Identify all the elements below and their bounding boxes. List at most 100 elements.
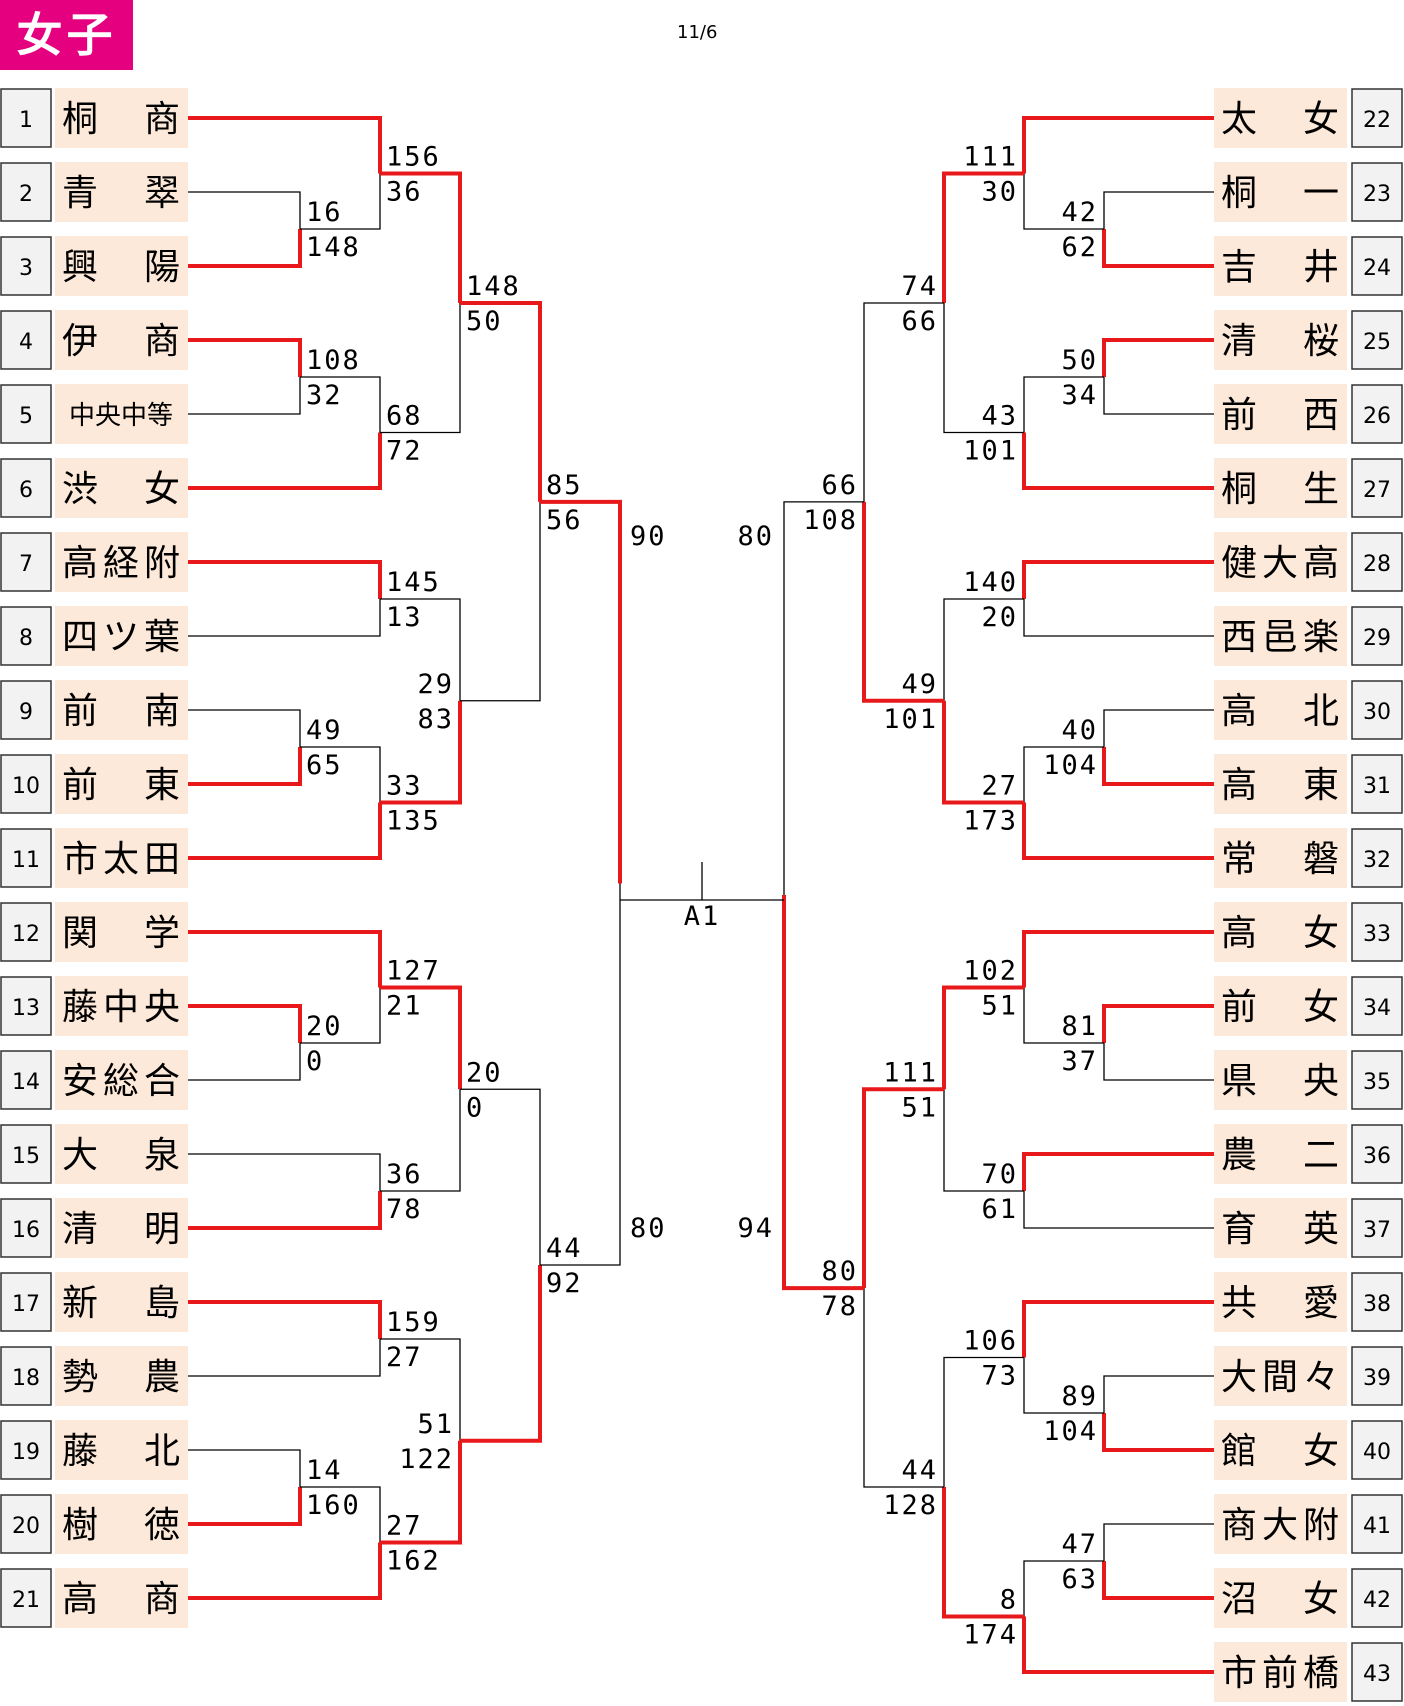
score: 51 (981, 991, 1018, 1022)
team-name-box (55, 1124, 188, 1184)
seed-number: 43 (1363, 1662, 1391, 1687)
score: 56 (546, 505, 583, 536)
team-row: 11 市太田 (0, 828, 188, 888)
score: 30 (981, 177, 1018, 208)
seed-number: 11 (12, 848, 40, 873)
bracket-line (300, 987, 381, 1044)
team-name-box (1214, 1050, 1347, 1110)
team-name: 館 女 (1221, 1431, 1339, 1472)
seed-box (1351, 976, 1403, 1036)
team-name: 伊 商 (62, 321, 180, 362)
seed-box (0, 606, 52, 666)
bracket-line (863, 1288, 944, 1488)
seed-number: 14 (12, 1070, 40, 1095)
score: 47 (1061, 1529, 1098, 1560)
bracket-line (300, 746, 381, 803)
team-name-box (55, 828, 188, 888)
score: 92 (546, 1268, 583, 1299)
team-name-box (1214, 1346, 1347, 1406)
score: 20 (981, 602, 1018, 633)
score: 51 (417, 1409, 454, 1440)
team-name: 常 磐 (1221, 839, 1339, 880)
team-name: 清 明 (62, 1209, 180, 1250)
team-name: 樹 徳 (62, 1505, 180, 1546)
seed-box (1351, 606, 1403, 666)
team-row: 24吉 井 (1214, 236, 1403, 296)
seed-number: 30 (1363, 700, 1391, 725)
winner-path (1022, 116, 1214, 174)
team-name-box (55, 162, 188, 222)
score: 27 (386, 1342, 423, 1373)
bracket-line (1103, 1375, 1214, 1413)
score: 14 (306, 1455, 343, 1486)
score: 29 (417, 669, 454, 700)
score: 62 (1061, 232, 1098, 263)
team-name: 吉 井 (1221, 247, 1339, 288)
seed-number: 1 (19, 108, 33, 133)
winner-path (942, 985, 1024, 1090)
team-row: 31高 東 (1214, 754, 1403, 814)
seed-box (1351, 1272, 1403, 1332)
seed-number: 37 (1363, 1218, 1391, 1243)
seed-box (1351, 384, 1403, 444)
score: 33 (386, 771, 423, 802)
bracket-line (188, 191, 301, 229)
team-name: 商大附 (1221, 1505, 1339, 1546)
team-row: 32常 磐 (1214, 828, 1403, 888)
score: 74 (901, 271, 938, 302)
bracket-line (188, 1153, 381, 1191)
seed-number: 19 (12, 1440, 40, 1465)
seed-number: 17 (12, 1292, 40, 1317)
score: 85 (546, 470, 583, 501)
team-row: 40館 女 (1214, 1420, 1403, 1480)
team-name: 安総合 (62, 1061, 180, 1102)
seed-number: 42 (1363, 1588, 1391, 1613)
seed-box (1351, 236, 1403, 296)
seed-number: 34 (1363, 996, 1391, 1021)
winner-path (188, 229, 302, 268)
seed-number: 15 (12, 1144, 40, 1169)
seed-box (0, 1050, 52, 1110)
team-row: 38共 愛 (1214, 1272, 1403, 1332)
bracket-line (1023, 1560, 1104, 1617)
winner-path (1102, 1561, 1214, 1600)
seed-box (1351, 1346, 1403, 1406)
team-name-box (1214, 1124, 1347, 1184)
team-name-box (1214, 384, 1347, 444)
winner-path (942, 700, 1024, 805)
score: 66 (821, 470, 858, 501)
score: 49 (901, 669, 938, 700)
seed-box (1351, 1642, 1403, 1702)
team-name-box (1214, 976, 1347, 1036)
seed-number: 27 (1363, 478, 1391, 503)
seed-number: 12 (12, 922, 40, 947)
team-name: 県 央 (1221, 1061, 1339, 1102)
team-name: 前 南 (62, 691, 180, 732)
team-name-box (1214, 236, 1347, 296)
seed-box (0, 1272, 52, 1332)
seed-box (0, 1568, 52, 1628)
winner-path (782, 895, 864, 1291)
winner-path (380, 700, 462, 805)
winner-path (188, 1487, 302, 1526)
score: 122 (399, 1444, 454, 1475)
team-name-box (55, 1494, 188, 1554)
team-name-box (55, 1050, 188, 1110)
date-label: 11/6 (677, 22, 718, 43)
team-name: 市太田 (62, 839, 180, 880)
bracket-line (380, 303, 461, 434)
score: 101 (963, 436, 1018, 467)
seed-box (0, 828, 52, 888)
team-name-box (1214, 828, 1347, 888)
score: 50 (466, 306, 503, 337)
winner-path (1102, 747, 1214, 786)
team-name: 渋 女 (62, 469, 180, 510)
winner-path (1022, 1616, 1214, 1674)
seed-number: 41 (1363, 1514, 1391, 1539)
bracket-line (460, 501, 541, 702)
